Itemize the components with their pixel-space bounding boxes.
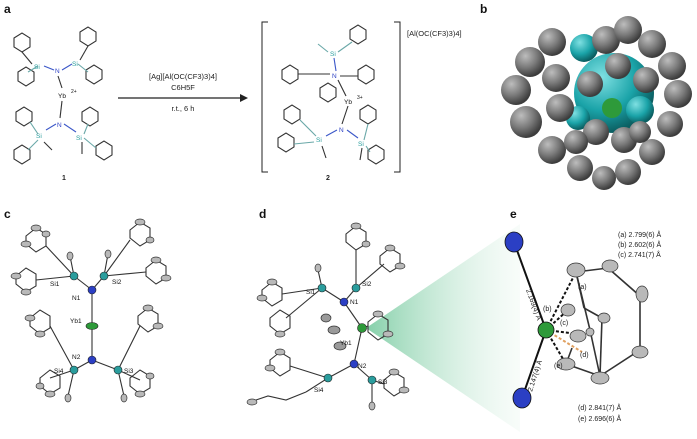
- label-d: (d): [580, 352, 589, 359]
- n-label: N: [55, 68, 60, 75]
- c-si3: Si3: [124, 368, 134, 375]
- si-label: Si: [330, 51, 336, 58]
- scheme-compound-2: Si N Yb 3+ N Si Si: [277, 24, 385, 165]
- si-label: Si: [76, 135, 82, 142]
- legend-a: (a) 2.799(6) Å: [618, 230, 662, 239]
- c-n1: N1: [72, 295, 81, 302]
- d-si1: Si1: [306, 289, 316, 296]
- d-n1: N1: [350, 299, 359, 306]
- reagent-line1: [Ag][Al(OC(CF3)3)4]: [149, 72, 217, 81]
- yb2-charge: 2+: [71, 89, 77, 95]
- panel-label-b: b: [480, 2, 487, 16]
- c-yb1: Yb1: [70, 318, 82, 325]
- n-label: N: [339, 127, 344, 134]
- bracket-right: [394, 21, 401, 173]
- c-si4: Si4: [54, 368, 64, 375]
- legend-b: (b) 2.602(6) Å: [618, 240, 662, 249]
- yb3-label: Yb: [344, 99, 352, 106]
- panel-label-c: c: [4, 207, 11, 221]
- si-label: Si: [316, 137, 322, 144]
- counterion: [Al(OC(CF3)3)4]: [407, 29, 462, 38]
- yb3-charge: 3+: [357, 95, 363, 101]
- legend-c: (c) 2.741(7) Å: [618, 250, 661, 259]
- reagent-line2: C6H5F: [171, 83, 195, 92]
- yb2-label: Yb: [58, 93, 66, 100]
- panel-label-e: e: [510, 207, 517, 221]
- legend-e: (e) 2.696(6) Å: [578, 414, 622, 423]
- panel-label-a: a: [4, 2, 11, 16]
- n-label: N: [57, 122, 62, 129]
- legend-d: (d) 2.841(7) Å: [578, 403, 622, 412]
- d-si3: Si3: [378, 379, 388, 386]
- si-label: Si: [36, 133, 42, 140]
- d-si2: Si2: [362, 281, 372, 288]
- n-label: N: [332, 73, 337, 80]
- d-n2: N2: [358, 363, 367, 370]
- zoom-cone: [366, 224, 520, 432]
- si-label: Si: [34, 64, 40, 71]
- closeup-structure-e: [504, 231, 649, 409]
- si-label: Si: [72, 61, 78, 68]
- ortep-structure-c: [10, 218, 172, 403]
- c-n2: N2: [72, 354, 81, 361]
- label-c: (c): [560, 320, 568, 327]
- d-si4: Si4: [314, 387, 324, 394]
- panel-label-d: d: [259, 207, 266, 221]
- arrow-head: [240, 94, 248, 102]
- d-yb1: Yb1: [340, 340, 352, 347]
- conditions: r.t., 6 h: [172, 104, 195, 113]
- label-e: (e): [554, 363, 563, 370]
- compound-2-label: 2: [326, 175, 330, 182]
- c-si1: Si1: [50, 281, 60, 288]
- scheme-compound-1: Si Si N Yb 2+ N Si Si: [13, 26, 113, 165]
- spacefill-model: [501, 16, 692, 190]
- compound-1-label: 1: [62, 175, 66, 182]
- ortep-structure-d: [246, 222, 410, 411]
- label-a: (a): [578, 284, 587, 291]
- distance-top: 2.169(4) Å: [524, 288, 544, 322]
- si-label: Si: [358, 141, 364, 148]
- bracket-left: [261, 21, 268, 173]
- c-si2: Si2: [112, 279, 122, 286]
- label-b: (b): [543, 306, 552, 313]
